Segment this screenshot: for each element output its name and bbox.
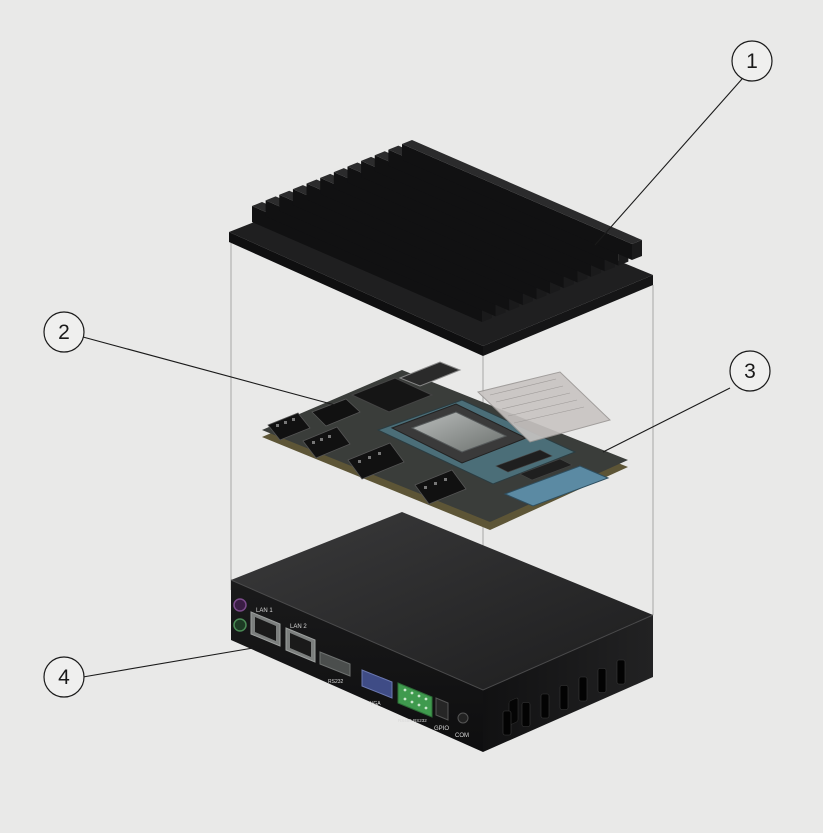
ethernet-port-1-label: LAN 1 bbox=[256, 608, 273, 614]
board-controller-chip bbox=[350, 377, 434, 413]
board-header-strip bbox=[398, 361, 462, 387]
serial-port-label: RS232 bbox=[328, 679, 344, 685]
heatsink-fin-top bbox=[402, 140, 642, 244]
com-label: COM bbox=[455, 733, 469, 739]
callout-4-label: 4 bbox=[58, 666, 70, 689]
gpio-connector: GPIO bbox=[434, 697, 449, 732]
enclosure: LAN 1 LAN 2 RS232 VGA RS485 RS232 GPIO bbox=[230, 512, 654, 752]
ethernet-port-1: LAN 1 bbox=[250, 608, 281, 647]
thermal-plate-text-lines bbox=[489, 378, 585, 424]
audio-jacks bbox=[233, 598, 247, 632]
vga-port: VGA bbox=[361, 669, 393, 707]
vent-slot bbox=[559, 685, 569, 710]
vent-slot bbox=[578, 676, 588, 702]
callout-2-label: 2 bbox=[58, 321, 70, 344]
callout-2: 2 bbox=[43, 311, 85, 353]
gpio-label: GPIO bbox=[434, 726, 449, 732]
vent-slot bbox=[502, 710, 512, 736]
enclosure-top-face bbox=[231, 512, 653, 690]
board-connectors bbox=[267, 398, 467, 505]
terminal-block: RS485 RS232 bbox=[397, 682, 433, 723]
heatsink-fin-end bbox=[632, 240, 642, 260]
som-nvme-ssd bbox=[503, 465, 610, 507]
vent-slot-group bbox=[502, 659, 626, 736]
terminal-block-label: RS485 RS232 bbox=[398, 718, 427, 723]
connector-pins bbox=[276, 418, 447, 489]
som-memory-chips bbox=[495, 449, 573, 481]
callout-1: 1 bbox=[731, 40, 773, 82]
serial-port: RS232 bbox=[319, 651, 351, 685]
callout-leaders bbox=[82, 78, 743, 678]
vga-port-label: VGA bbox=[370, 701, 381, 707]
callout-3: 3 bbox=[729, 350, 771, 392]
som-soc-die bbox=[410, 411, 508, 453]
callout-4: 4 bbox=[43, 656, 85, 698]
callout-3-label: 3 bbox=[744, 360, 756, 383]
vent-slot bbox=[616, 659, 626, 685]
ethernet-port-2: LAN 2 bbox=[285, 624, 316, 663]
heatsink-fin-face bbox=[402, 144, 632, 260]
heatsink bbox=[229, 140, 653, 356]
ethernet-port-2-label: LAN 2 bbox=[290, 624, 307, 630]
vent-slot bbox=[540, 693, 550, 719]
com-connector: COM bbox=[455, 712, 469, 739]
som-module bbox=[376, 371, 611, 507]
vent-slot bbox=[521, 702, 531, 727]
callout-1-label: 1 bbox=[746, 50, 758, 73]
som-thermal-plate bbox=[476, 371, 611, 443]
heatsink-fins bbox=[252, 140, 642, 322]
vent-slot bbox=[597, 668, 607, 693]
